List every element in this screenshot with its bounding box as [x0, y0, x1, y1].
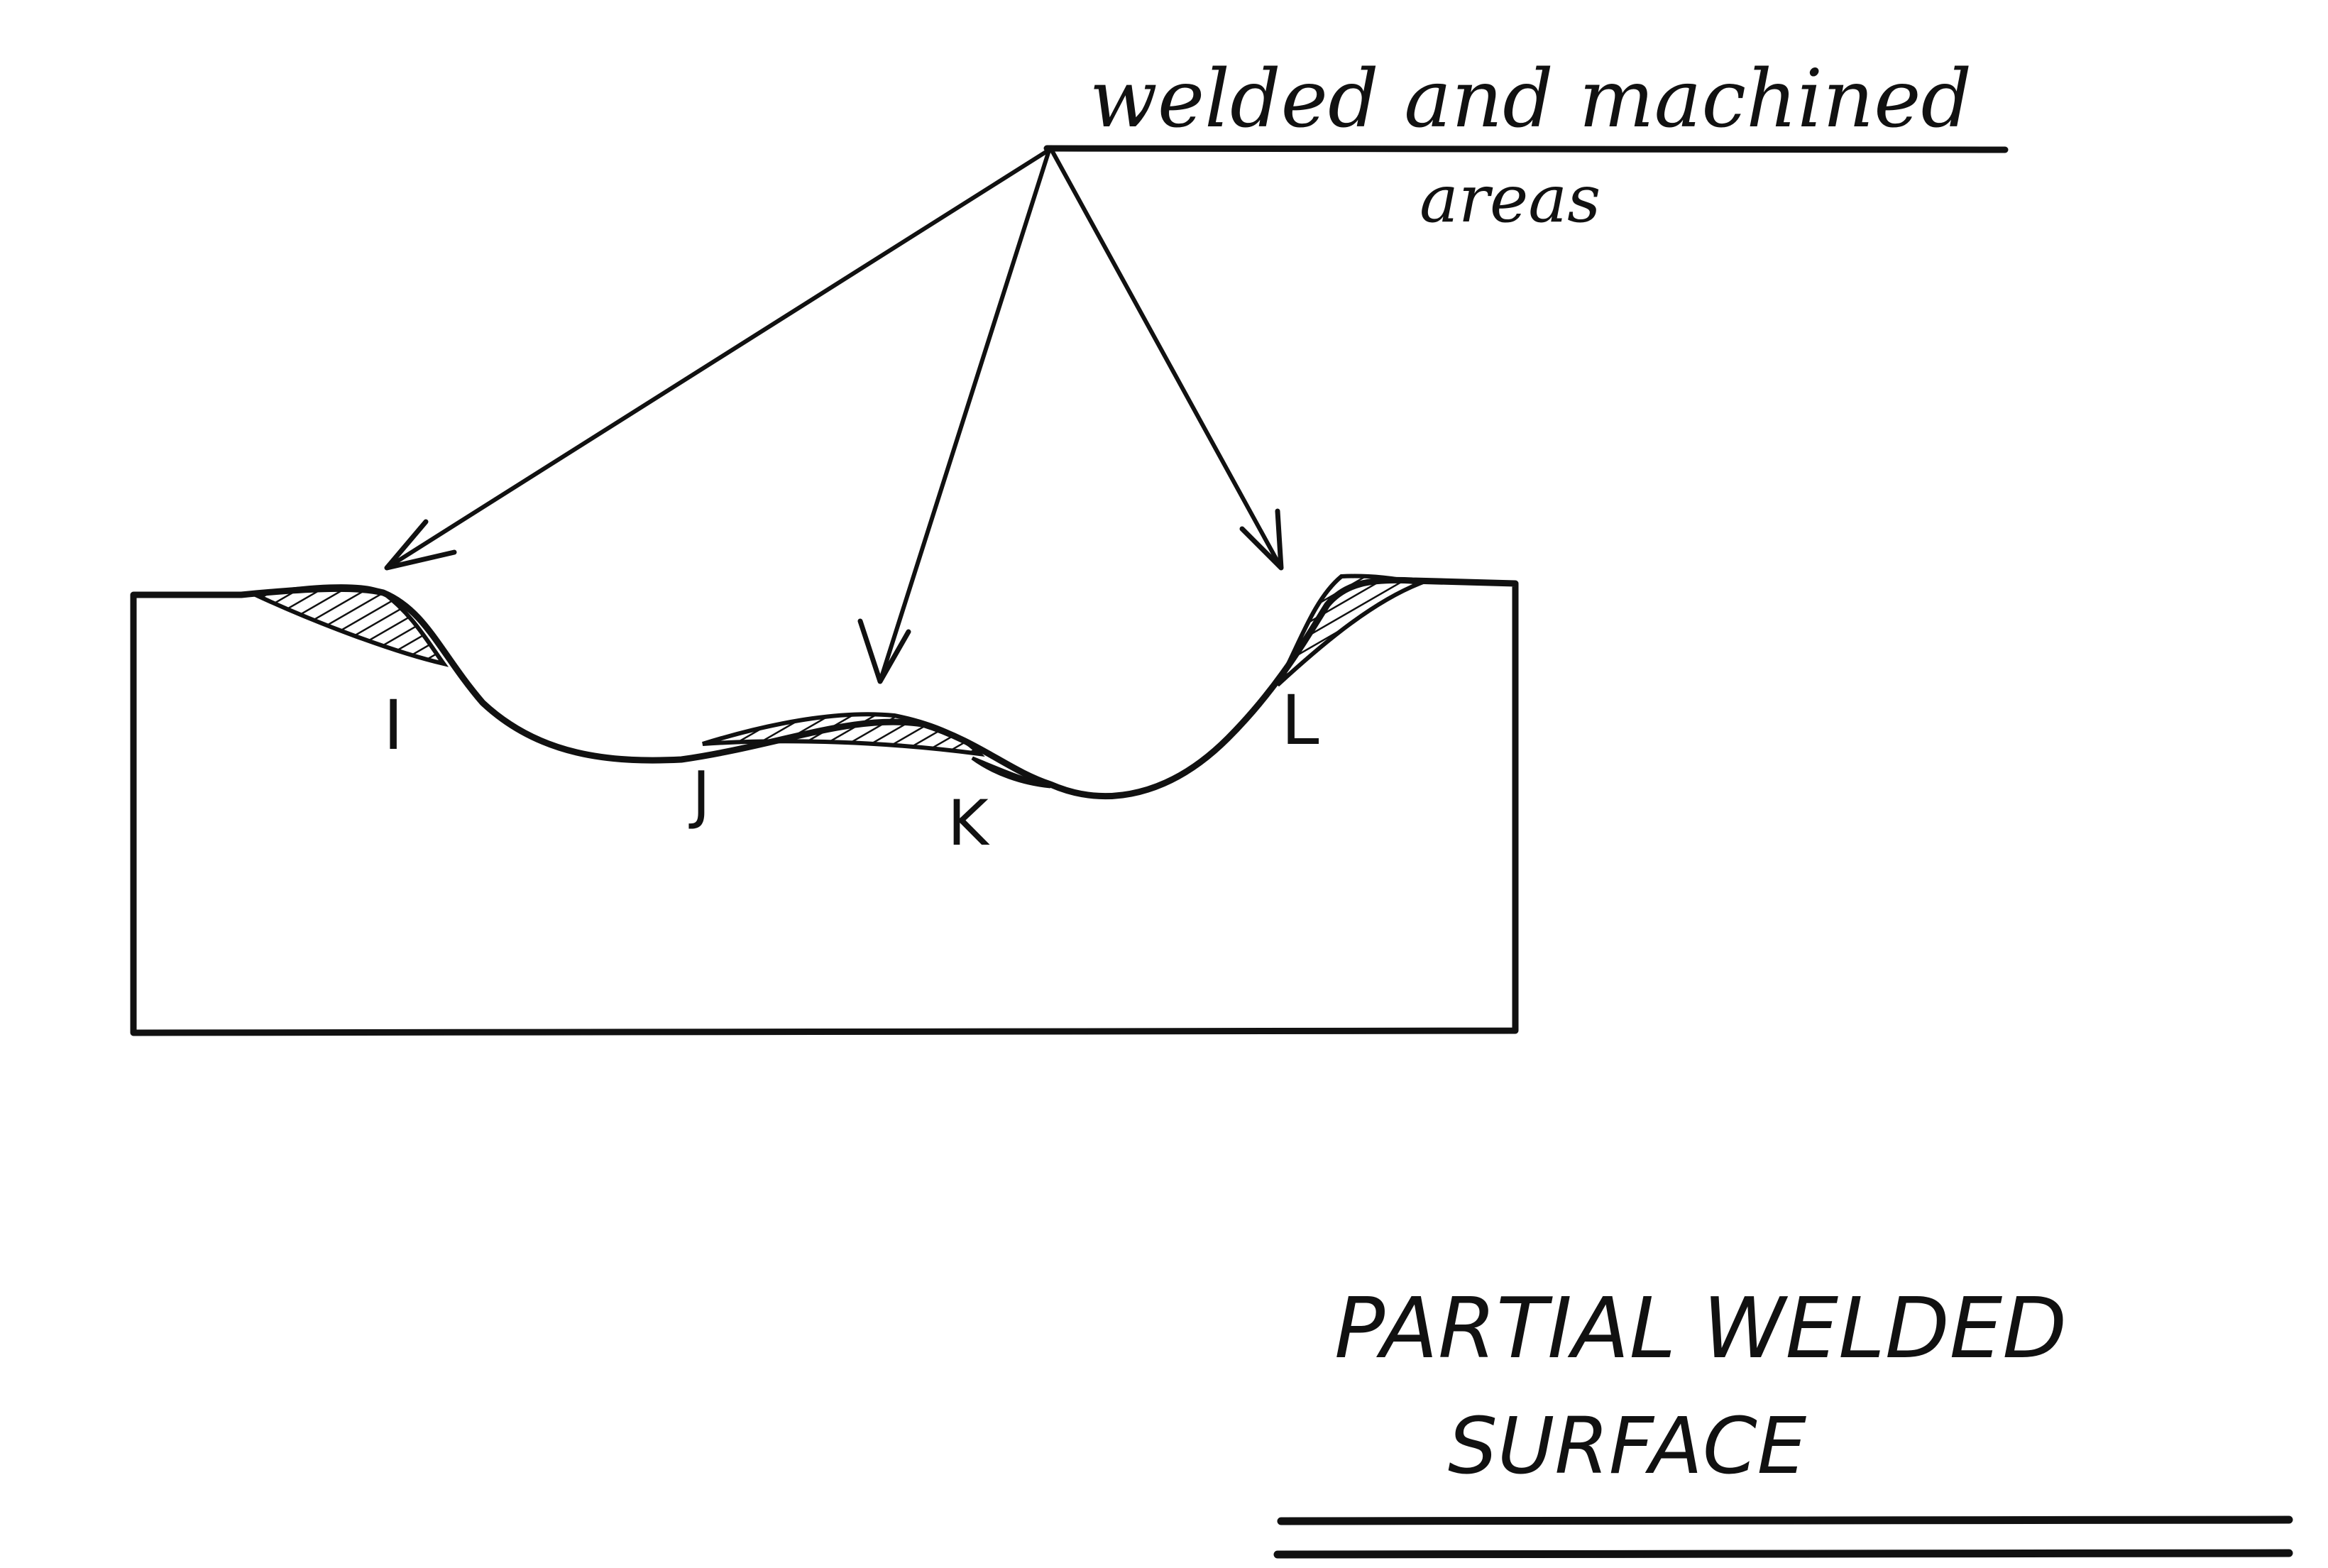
label-i: I — [383, 686, 403, 765]
callout-text-line2: areas — [1420, 161, 1600, 237]
title-line1: PARTIAL WELDED — [1334, 1279, 2067, 1377]
weld-area-l — [1275, 574, 1427, 687]
leader-arrow-middle — [857, 148, 1051, 684]
callout-text-line1: welded and machined — [1089, 53, 1972, 146]
leader-arrow-left — [384, 147, 1053, 571]
leader-arrow-right — [1050, 148, 1284, 571]
title-line2: SURFACE — [1448, 1400, 1807, 1491]
title-underline-bottom — [1273, 1549, 2293, 1559]
callout-underline — [1043, 145, 2009, 153]
weld-area-k — [971, 756, 1051, 789]
title-underline-top — [1277, 1515, 2293, 1525]
label-j: J — [688, 758, 710, 831]
label-k: K — [948, 786, 990, 860]
weld-area-i — [248, 584, 449, 667]
label-l: L — [1281, 681, 1319, 760]
weld-area-j — [702, 712, 985, 757]
